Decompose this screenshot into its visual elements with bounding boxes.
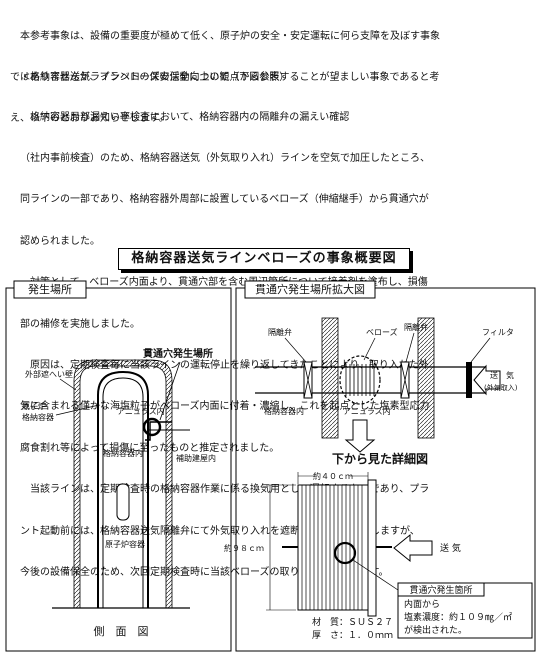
callout-line-2: 塩素濃度：約１０９㎎／㎡ [404, 611, 512, 623]
annulus-inside-label: アニュラス内 [343, 406, 391, 416]
bellows-label: ベローズ [366, 327, 398, 337]
vessel-label-1: 原子炉 [22, 401, 46, 411]
width-dimension: 約４０ｃｍ [313, 471, 353, 481]
view-direction-arrow [344, 419, 376, 453]
hole-detail-marker [333, 541, 357, 565]
intro-paragraph: 本参考事象は、設備の重要度が極めて低く、原子炉の安全・安定運転に何ら支障を及ぼす… [10, 2, 535, 140]
side-view-caption: 側 面 図 [94, 625, 149, 638]
reactor-vessel [116, 483, 130, 521]
body-line: ント起動前には、格納容器送気隔離弁にて外気取り入れを遮断し、運転を停止しますが、 [20, 525, 420, 537]
body-line: 腐食割れ等によって損傷に至ったものと推定されました。 [20, 442, 280, 454]
body-line: 当該ラインは、定期検査時の格納容器作業に係る換気用として運転するものであり、プラ [20, 484, 430, 496]
callout-line-3: が検出された。 [404, 624, 467, 636]
hole-location-marker [142, 417, 162, 437]
body-line: 今後の設備保全のため、次回定期検査時に当該ベローズの取り替えを計画します。 [20, 566, 389, 578]
height-dimension: 約９８ｃｍ [224, 543, 264, 553]
body-line: （社内事前検査）のため、格納容器送気（外気取り入れ）ラインを空気で加圧したところ… [20, 152, 430, 164]
thickness-label: 厚 さ [312, 630, 339, 641]
shield-wall [417, 317, 435, 439]
reactor-label: 原子炉容器 [105, 539, 145, 549]
containment-label: 格納容器内 [103, 448, 143, 458]
filter-label: フィルタ [482, 328, 514, 337]
intro-line: ではありませんが、プラントの保安活動向上の観点から公表することが望ましい事象であ… [10, 71, 440, 83]
thickness-value: ：１．０ｍｍ [339, 631, 393, 641]
body-line: 同ラインの一部であり、格納容器外周部に設置しているベローズ（伸縮継手）から貫通穴… [20, 194, 429, 206]
diagram-title: 格納容器送気ラインベローズの事象概要図 [118, 248, 410, 270]
bellows-section [345, 364, 375, 396]
vessel-label-2: 格納容器 [22, 412, 54, 422]
intro-line: え、以下のとおりお知らせします。 [10, 113, 169, 125]
body-paragraph: 格納容器局部漏えい率検査において、格納容器内の隔離弁の漏えい確認 （社内事前検査… [20, 83, 430, 593]
air-inlet-arrow [473, 364, 501, 396]
detail-subtitle: 下から見た詳細図 [332, 451, 428, 466]
material-label: 材 質 [312, 616, 339, 628]
bellows-dashed-circle [339, 355, 381, 405]
callout-line-1: 内面から [404, 598, 440, 610]
right-panel-tab [244, 280, 376, 299]
right-panel-tab-label: 貫通穴発生場所拡大図 [255, 282, 365, 296]
intro-line: 本参考事象は、設備の重要度が極めて低く、原子炉の安全・安定運転に何ら支障を及ぼす… [10, 30, 440, 42]
containment-wall [321, 317, 339, 439]
detail-air-arrow [393, 533, 433, 563]
bellows-detail [297, 479, 377, 617]
containment-inside-label: 格納容器内 [264, 406, 304, 416]
right-panel-frame [235, 287, 536, 652]
containment-vessel [97, 370, 149, 608]
body-line: 認められました。 [20, 235, 100, 247]
left-panel-tab [13, 280, 87, 299]
bullet-heading: ・格納容器送気ラインベローズの保全について（下図参照） [20, 72, 290, 83]
outer-wall-label: 外部遮へい壁 [25, 369, 73, 379]
body-line: 対策として、ベローズ内面より、貫通穴部を含む周辺箇所について接着剤を塗布し、損傷 [20, 277, 428, 289]
left-panel-frame [5, 287, 232, 652]
aux-building-label: 補助建屋内 [176, 453, 216, 463]
body-line: 気に含まれる僅かな海塩粒子がベローズ内面に付着・濃縮し、これを起点とした塩素型応… [20, 401, 430, 413]
valve-right-label: 隔離弁 [404, 322, 428, 332]
left-panel-tab-label: 発生場所 [28, 282, 72, 296]
containment-vessel-inner [102, 377, 144, 608]
detail-air-label: 送 気 [440, 542, 461, 554]
body-line: 原因は、定期検査毎に当該ラインの運転停止を繰り返してきたことにより、取り入れた外 [20, 359, 429, 371]
material-value: ：ＳＵＳ２７ [339, 618, 393, 628]
valve-left-label: 隔離弁 [268, 327, 292, 337]
filter [466, 362, 472, 398]
body-line: 部の補修を実施しました。 [20, 318, 140, 330]
body-line: 格納容器局部漏えい率検査において、格納容器内の隔離弁の漏えい確認 [20, 111, 350, 123]
air-label: 送 気 [490, 370, 514, 380]
annulus-label: アニュラス内 [117, 406, 165, 416]
hole-location-label: 貫通穴発生場所 [143, 347, 213, 360]
callout-title: 貫通穴発生箇所 [409, 584, 472, 596]
air-sub-label: (外気取入) [484, 383, 518, 392]
